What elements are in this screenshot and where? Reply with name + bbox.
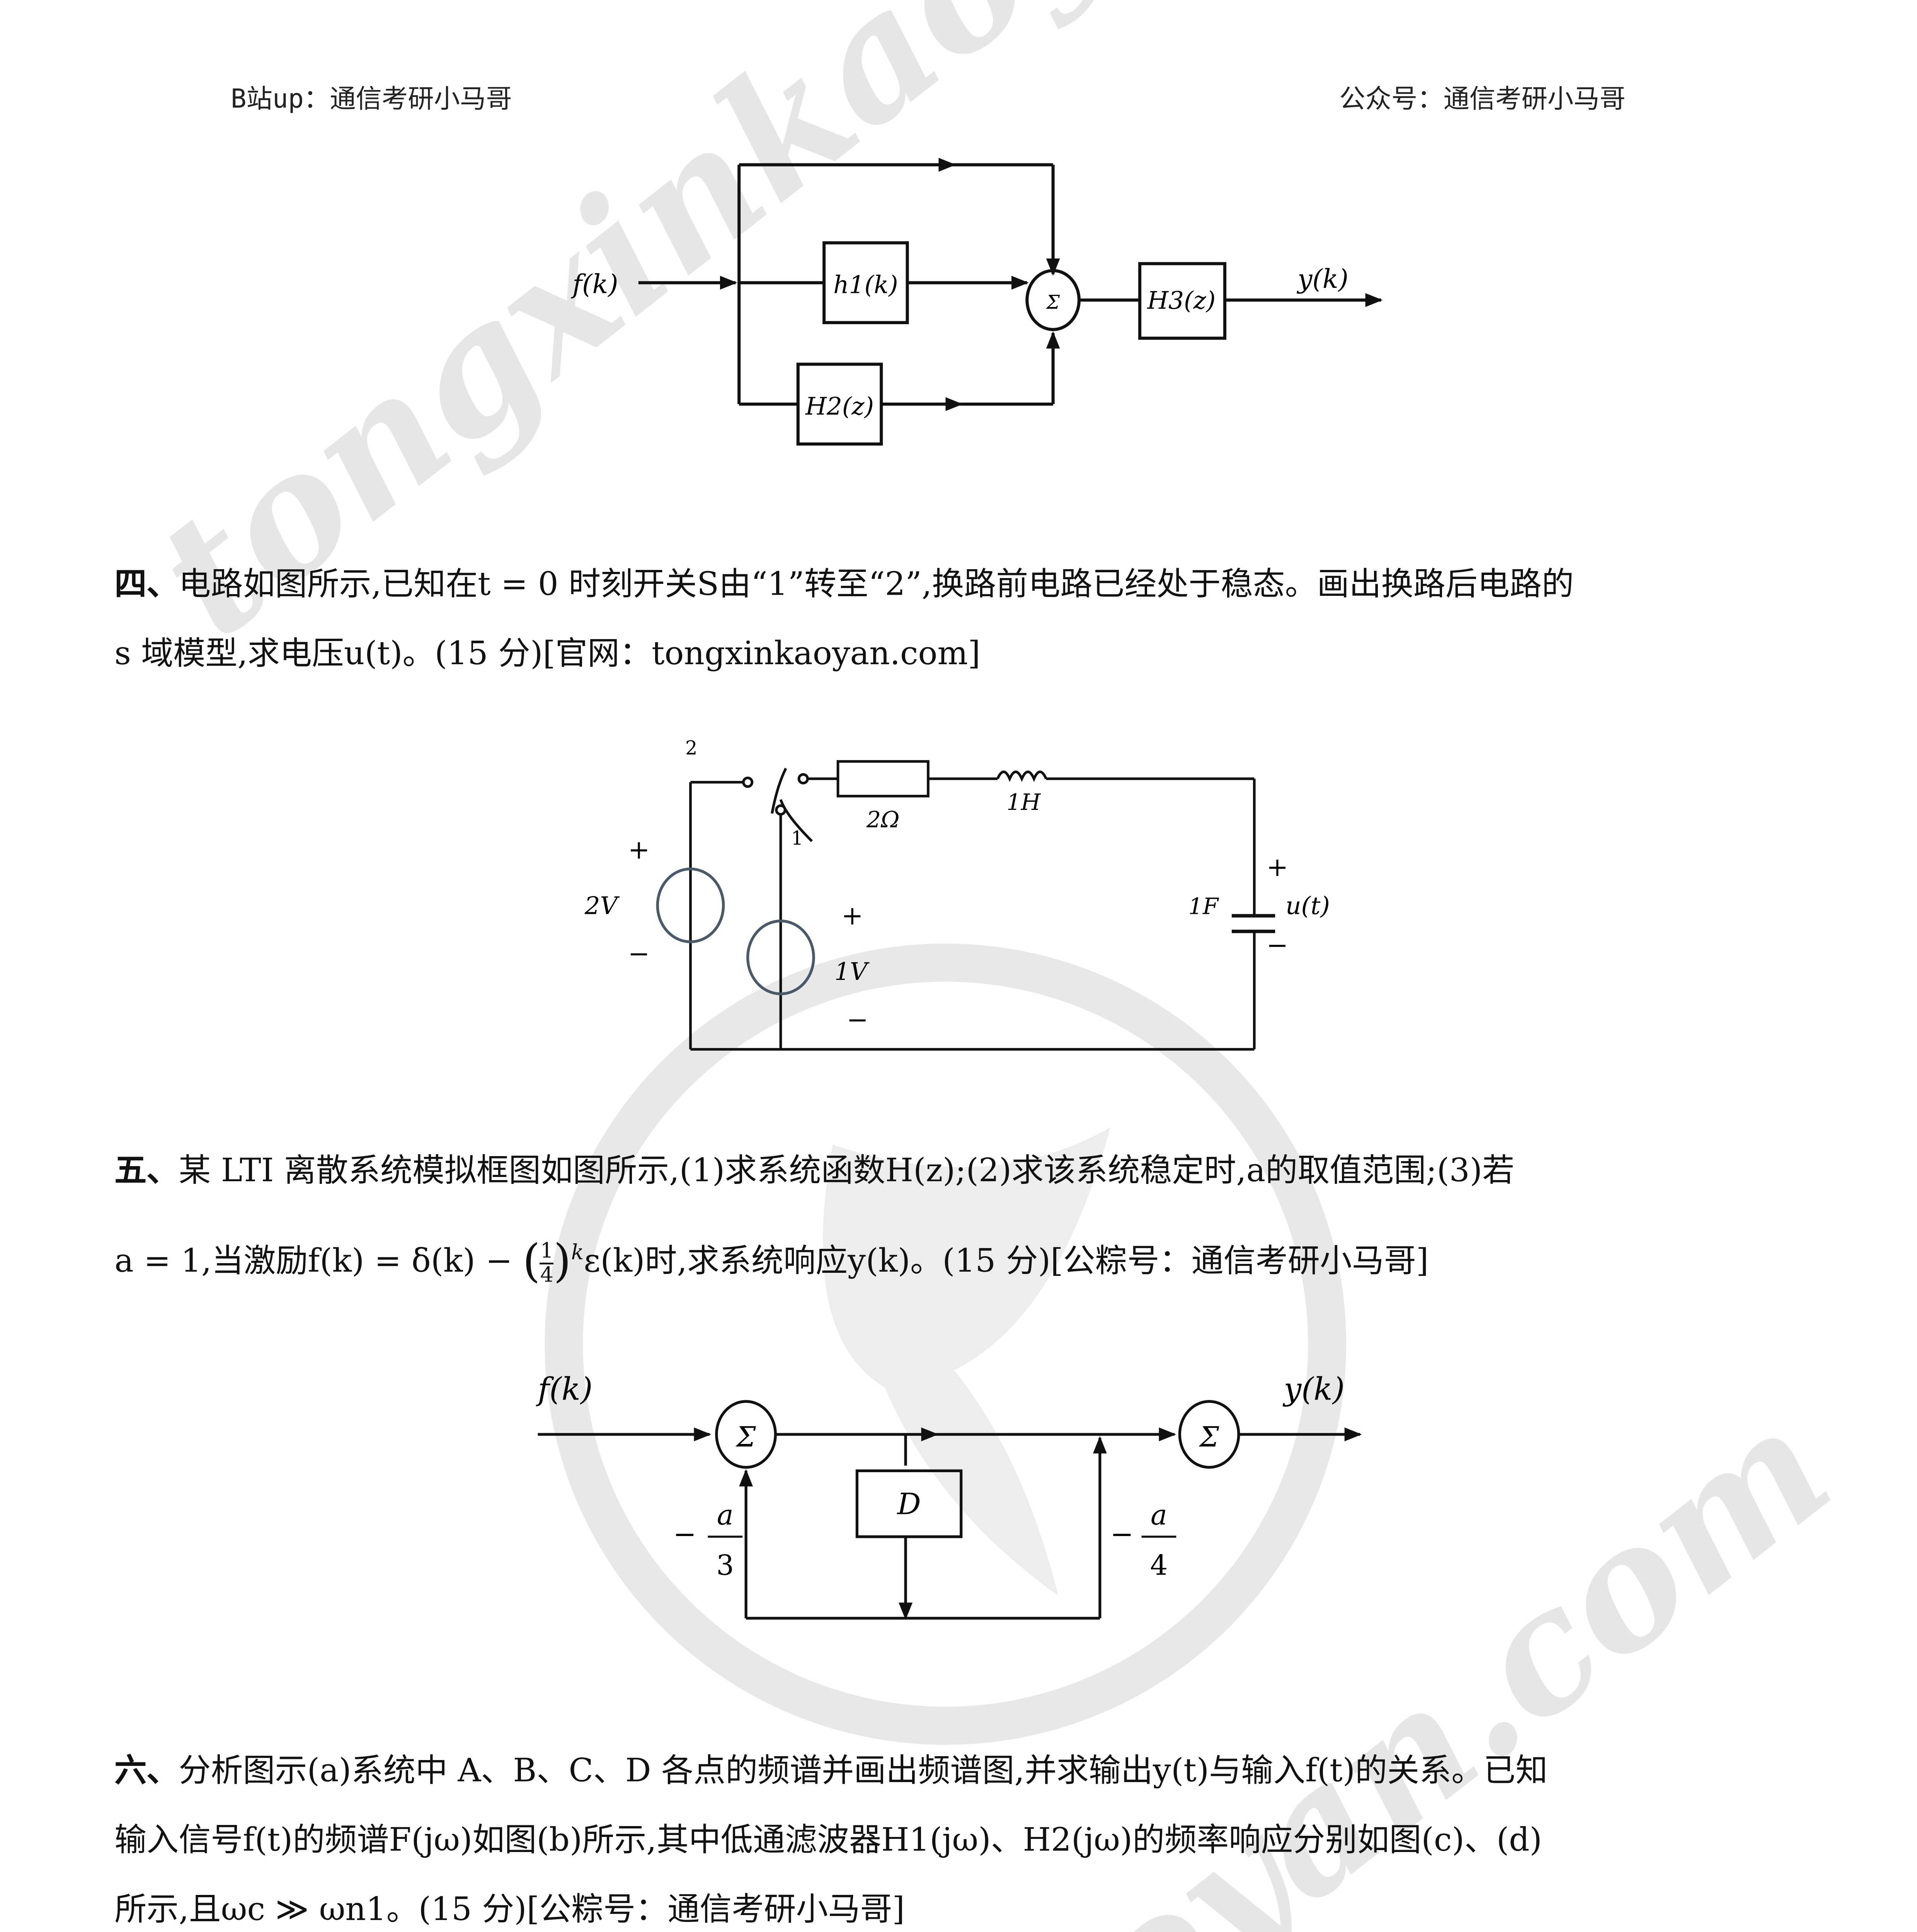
block-h1: h1(k) <box>833 271 898 299</box>
source-1v-minus: − <box>846 1005 868 1035</box>
label-output: y(k) <box>1297 264 1348 294</box>
question-6-line-1: 六、分析图示(a)系统中 A、B、C、D 各点的频谱并画出频谱图,并求输出y(t… <box>114 1753 1548 1790</box>
source-1v-label: 1V <box>834 957 870 986</box>
label-input: f(k) <box>536 1371 592 1407</box>
question-6-line-2: 输入信号f(t)的频谱F(jω)如图(b)所示,其中低通滤波器H1(jω)、H2… <box>114 1823 1542 1859</box>
inductor-label: 1H <box>1006 789 1041 815</box>
gain-right-den: 4 <box>1150 1549 1168 1582</box>
label-input: f(k) <box>570 269 618 299</box>
label-output: y(k) <box>1283 1371 1345 1407</box>
delay-block: D <box>896 1487 921 1521</box>
question-6-line-3: 所示,且ωc ≫ ωn1。(15 分)[公粽号：通信考研小马哥] <box>114 1892 905 1929</box>
watermark-logo <box>545 943 1347 1745</box>
figure-q5-block-diagram: f(k) Σ Σ y(k) D − a 3 − a 4 <box>536 1371 1362 1620</box>
output-voltage-label: u(t) <box>1285 892 1330 920</box>
question-4-line-2: s 域模型,求电压u(t)。(15 分)[官网：tongxinkaoyan.co… <box>114 636 981 673</box>
source-2v-minus: − <box>628 939 650 969</box>
figure-q3-block-diagram: f(k) h1(k) H2(z) Σ H3(z) y(k) <box>570 158 1383 446</box>
gain-right-num: a <box>1151 1499 1167 1531</box>
capacitor-label: 1F <box>1188 893 1219 920</box>
header-right: 公众号：通信考研小马哥 <box>1339 83 1626 115</box>
question-5: 五、某 LTI 离散系统模拟框图如图所示,(1)求系统函数H(z);(2)求该系… <box>114 1138 1806 1298</box>
gain-left-den: 3 <box>716 1549 734 1582</box>
resistor-label: 2Ω <box>866 806 900 833</box>
adder-1-symbol: Σ <box>735 1421 756 1453</box>
adder-2-symbol: Σ <box>1198 1421 1219 1453</box>
switch-position-2: 2 <box>685 737 697 759</box>
question-6: 六、分析图示(a)系统中 A、B、C、D 各点的频谱并画出频谱图,并求输出y(t… <box>114 1738 1806 1932</box>
cap-minus: − <box>1267 930 1288 960</box>
question-4-line-1: 四、电路如图所示,已知在t = 0 时刻开关S由“1”转至“2”,换路前电路已经… <box>114 567 1574 604</box>
gain-right-minus: − <box>1110 1518 1134 1550</box>
source-2v-plus: + <box>628 835 650 865</box>
source-1v-plus: + <box>841 900 863 930</box>
adder-symbol: Σ <box>1045 291 1060 313</box>
source-2v-label: 2V <box>584 892 620 920</box>
question-4: 四、电路如图所示,已知在t = 0 时刻开关S由“1”转至“2”,换路前电路已经… <box>114 551 1806 690</box>
cap-plus: + <box>1267 852 1288 882</box>
block-h3: H3(z) <box>1147 286 1216 315</box>
header-left: B站up：通信考研小马哥 <box>230 83 512 115</box>
block-h2: H2(z) <box>805 392 874 420</box>
gain-left-num: a <box>717 1499 734 1531</box>
question-5-line-1: 五、某 LTI 离散系统模拟框图如图所示,(1)求系统函数H(z);(2)求该系… <box>114 1153 1515 1190</box>
switch-position-1: 1 <box>791 827 803 849</box>
gain-left-minus: − <box>673 1518 696 1550</box>
figure-q4-circuit: 2 1 2Ω 1H + 2V − + 1V − 1F + u(t) − <box>584 737 1330 1051</box>
